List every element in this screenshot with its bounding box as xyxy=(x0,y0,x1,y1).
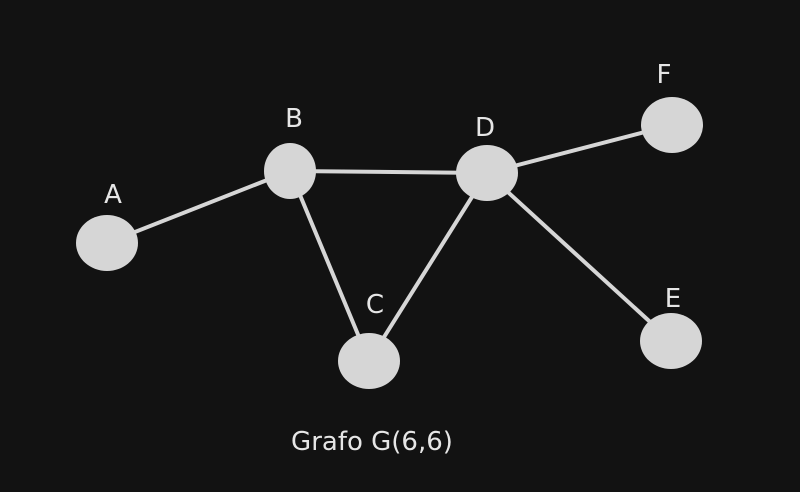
edge-b-d xyxy=(288,169,489,175)
node-label-a: A xyxy=(104,180,122,210)
node-label-b: B xyxy=(285,104,303,134)
node-b xyxy=(264,143,316,199)
node-label-d: D xyxy=(475,113,495,143)
node-label-e: E xyxy=(665,284,681,314)
edge-a-b xyxy=(105,169,292,245)
node-c xyxy=(338,333,400,389)
labels-layer: A B C D E F xyxy=(104,60,681,320)
edge-b-c xyxy=(288,169,371,363)
graph-caption: Grafo G(6,6) xyxy=(291,427,453,457)
edge-d-e xyxy=(485,171,673,343)
edge-d-f xyxy=(485,123,674,175)
node-e xyxy=(640,313,702,369)
nodes-layer xyxy=(76,97,703,389)
edge-c-d xyxy=(367,171,489,363)
edges-layer xyxy=(105,123,674,363)
node-d xyxy=(456,145,518,201)
node-label-c: C xyxy=(366,290,384,320)
node-a xyxy=(76,215,138,271)
node-f xyxy=(641,97,703,153)
node-label-f: F xyxy=(657,60,672,90)
